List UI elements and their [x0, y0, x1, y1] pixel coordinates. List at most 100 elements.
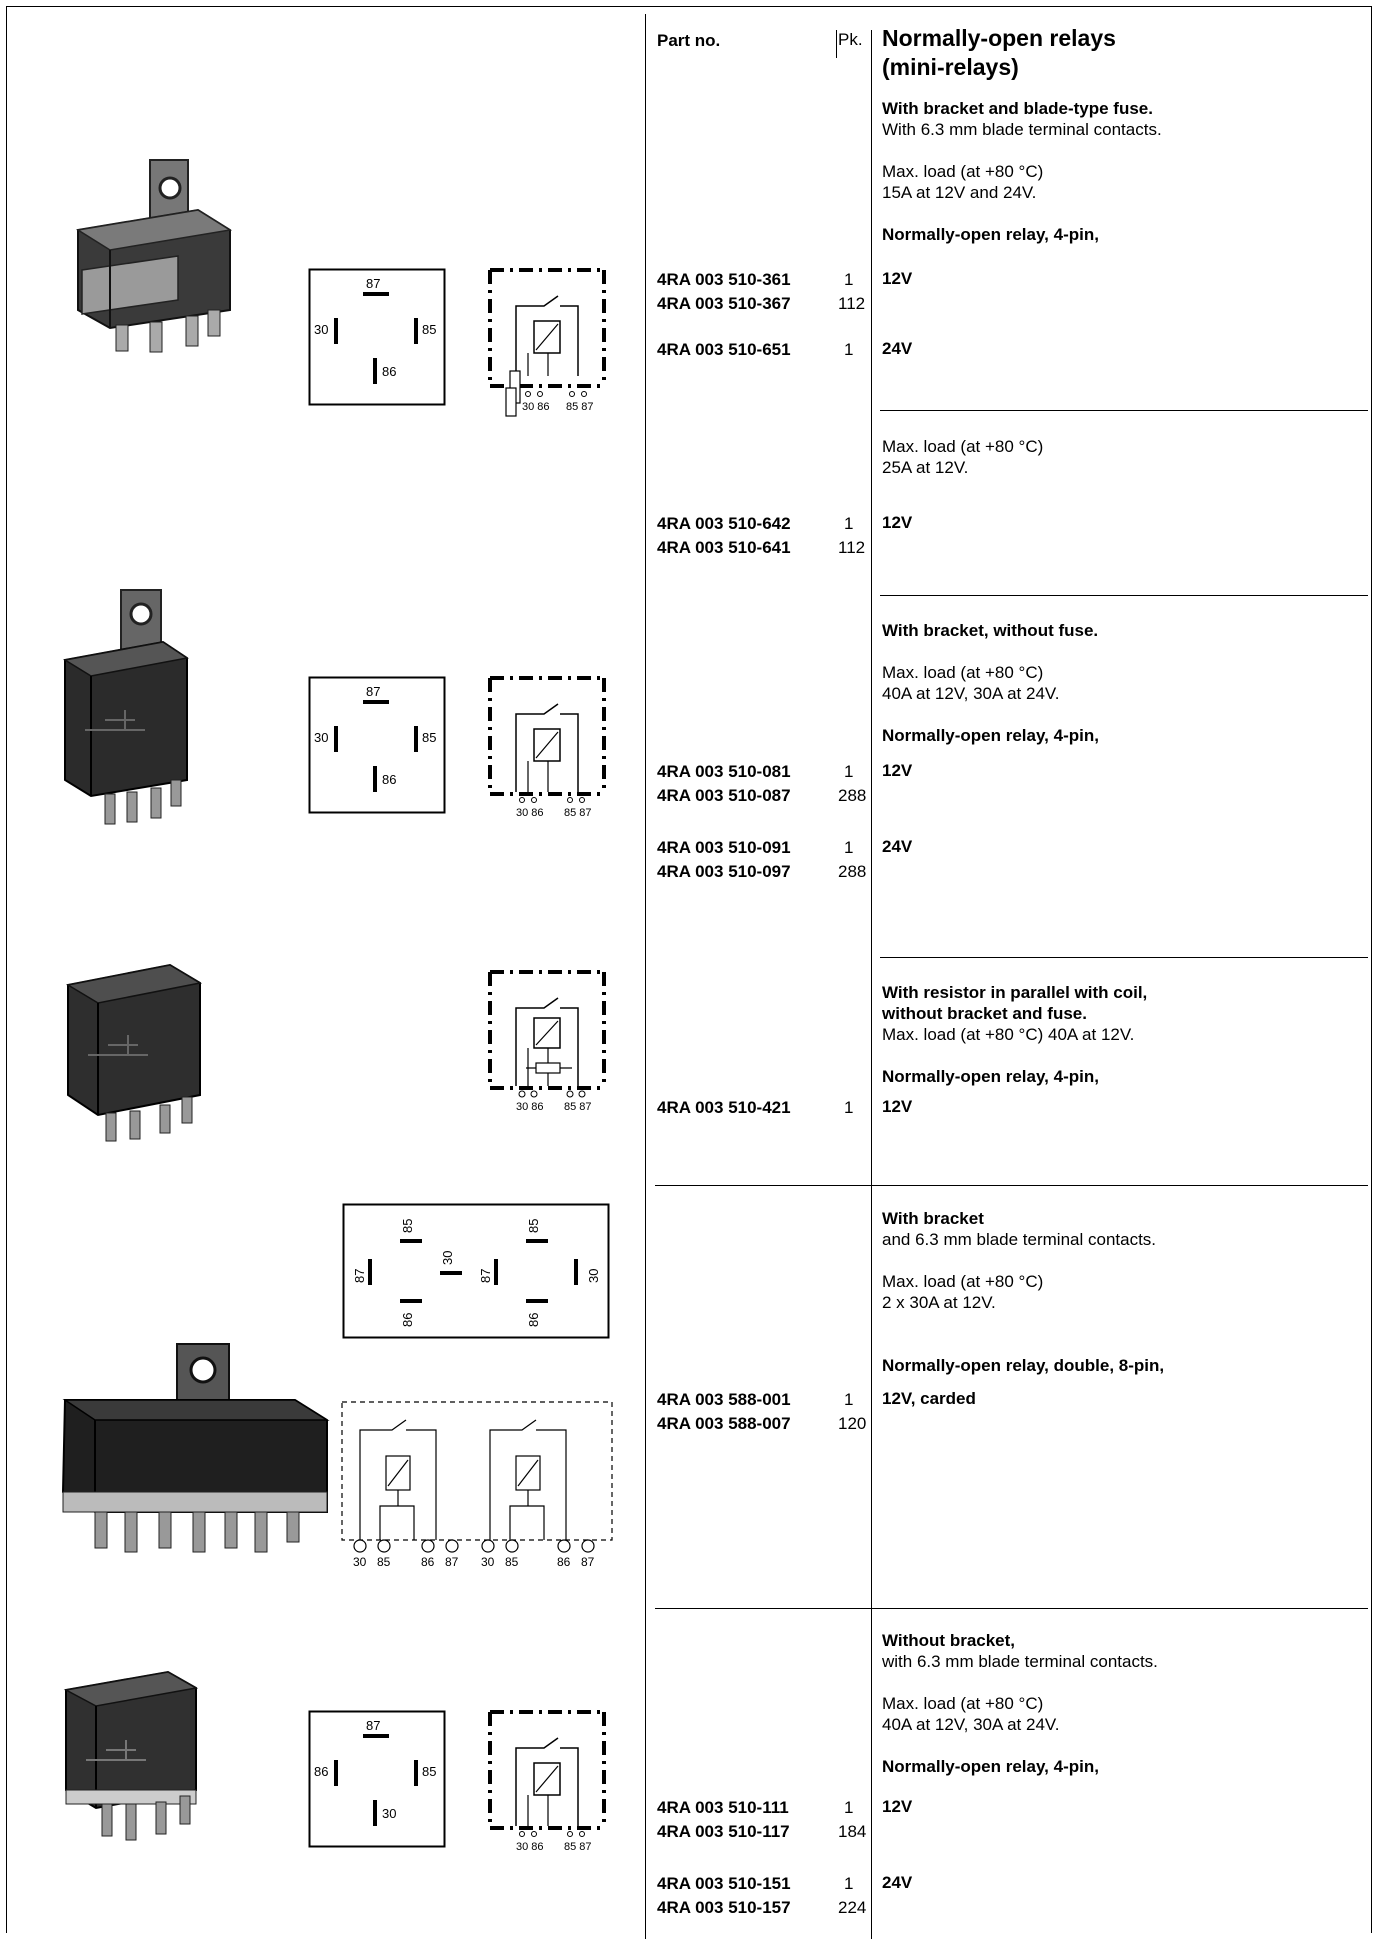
section-1-parts-b: 4RA 003 510-651: [657, 338, 791, 362]
pin-87-label: 87: [478, 1269, 493, 1283]
section-5-subtitle: With bracket: [882, 1209, 984, 1228]
section-6-parts-b: 4RA 003 510-151 4RA 003 510-157: [657, 1872, 791, 1920]
section-4-type: Normally-open relay, 4-pin,: [882, 1067, 1099, 1086]
pin-30-label: 30: [314, 730, 328, 745]
pack-qty: 1: [844, 1390, 854, 1409]
section-6-desc: with 6.3 mm blade terminal contacts.: [882, 1652, 1158, 1671]
section-6-voltage-a: 12V: [882, 1797, 913, 1816]
part-number: 4RA 003 588-001: [657, 1390, 791, 1409]
pack-qty: 1: [844, 838, 854, 857]
pin-87-label: 87: [581, 1555, 595, 1569]
pin-85-label: 85: [422, 322, 436, 337]
pin-87-label: 87: [366, 684, 380, 699]
part-number: 4RA 003 510-361: [657, 270, 791, 289]
section-4-subtitle2: without bracket and fuse.: [882, 1004, 1087, 1023]
circuit-pins-85-87: 85 87: [564, 1101, 592, 1113]
section-2-load2: 25A at 12V.: [882, 458, 969, 477]
section-1-subtitle: With bracket and blade-type fuse.: [882, 99, 1153, 118]
part-number: 4RA 003 510-151: [657, 1874, 791, 1893]
page-title-line2: (mini-relays): [882, 54, 1019, 80]
section-6-subtitle: Without bracket,: [882, 1631, 1016, 1650]
section-5-desc: and 6.3 mm blade terminal contacts.: [882, 1230, 1157, 1249]
section-5-load2: 2 x 30A at 12V.: [882, 1293, 996, 1312]
part-number: 4RA 003 510-091: [657, 838, 791, 857]
pin-86-label: 86: [314, 1764, 328, 1779]
pin-86-label: 86: [382, 772, 396, 787]
section-5-parts: 4RA 003 588-001 4RA 003 588-007: [657, 1388, 791, 1436]
part-number: 4RA 003 510-642: [657, 514, 791, 533]
pin-30-label: 30: [314, 322, 328, 337]
section-2-load1: Max. load (at +80 °C): [882, 437, 1044, 456]
circuit-pins-30-86: 30 86: [516, 1101, 544, 1113]
section-3-info: With bracket, without fuse. Max. load (a…: [882, 620, 1099, 746]
section-2-parts: 4RA 003 510-642 4RA 003 510-641: [657, 512, 791, 560]
section-4-parts: 4RA 003 510-421: [657, 1096, 791, 1120]
section-3-load1: Max. load (at +80 °C): [882, 663, 1044, 682]
section-6-voltage-b: 24V: [882, 1873, 913, 1892]
section-6-info: Without bracket, with 6.3 mm blade termi…: [882, 1630, 1158, 1777]
section-4-load1: Max. load (at +80 °C) 40A at 12V.: [882, 1025, 1135, 1044]
section-5-info: With bracket and 6.3 mm blade terminal c…: [882, 1208, 1164, 1376]
pack-qty: 288: [838, 786, 867, 805]
part-number: 4RA 003 510-097: [657, 862, 791, 881]
double-circuit-diagram: 30 85 86 87 30 85 86 87: [341, 1401, 613, 1569]
relay-bracket-photo: [62, 589, 189, 825]
section-1-voltage-a: 12V: [882, 269, 913, 288]
section-2-pks: 1 112: [838, 512, 865, 560]
pin-86-label: 86: [421, 1555, 435, 1569]
section-divider-1: [880, 410, 1368, 411]
pin-85-label: 85: [505, 1555, 519, 1569]
circuit-pins-30-86: 30 86: [522, 401, 550, 413]
section-2-voltage: 12V: [882, 513, 913, 532]
section-3-pks-b: 1 288: [838, 836, 866, 884]
circuit-diagram-4: 30 86 85 87: [488, 1710, 606, 1853]
section-1-load1: Max. load (at +80 °C): [882, 162, 1044, 181]
double-pin-layout-diagram: 85 87 30 86 85 87 30 86: [342, 1203, 610, 1339]
section-divider-3: [880, 957, 1368, 958]
pin-87-label: 87: [366, 276, 380, 291]
pin-85-label: 85: [422, 730, 436, 745]
pack-qty: 288: [838, 862, 867, 881]
pack-qty: 1: [844, 514, 854, 533]
section-6-parts-a: 4RA 003 510-111 4RA 003 510-117: [657, 1796, 790, 1844]
pin-layout-diagram-2: 87 30 85 86: [308, 676, 446, 814]
page-title-line1: Normally-open relays: [882, 25, 1116, 51]
pack-qty: 1: [844, 762, 854, 781]
pin-85-label: 85: [400, 1219, 415, 1233]
relay-no-bracket-photo: [63, 1670, 199, 1841]
section-divider-2: [880, 595, 1368, 596]
pin-86-label: 86: [526, 1313, 541, 1327]
section-3-parts-a: 4RA 003 510-081 4RA 003 510-087: [657, 760, 791, 808]
circuit-pins-85-87: 85 87: [564, 1841, 592, 1853]
info-column-divider: [871, 30, 872, 1939]
section-4-info: With resistor in parallel with coil, wit…: [882, 982, 1147, 1087]
section-5-pks: 1 120: [838, 1388, 866, 1436]
pin-86-label: 86: [382, 364, 396, 379]
section-1-desc: With 6.3 mm blade terminal contacts.: [882, 120, 1162, 139]
part-number: 4RA 003 510-367: [657, 294, 791, 313]
pin-30-label: 30: [353, 1555, 367, 1569]
pk-header: Pk.: [838, 30, 863, 49]
part-number: 4RA 003 510-157: [657, 1898, 791, 1917]
part-number: 4RA 003 510-087: [657, 786, 791, 805]
section-1-pks-b: 1: [844, 338, 853, 362]
pack-qty: 224: [838, 1898, 867, 1917]
section-2-info: Max. load (at +80 °C) 25A at 12V.: [882, 436, 1043, 478]
pack-qty: 120: [838, 1414, 867, 1433]
pack-qty: 184: [838, 1822, 867, 1841]
pin-layout-diagram-3: 87 86 85 30: [308, 1710, 446, 1848]
circuit-diagram-2: 30 86 85 87: [488, 676, 606, 819]
relay-fuse-photo: [75, 159, 233, 353]
pin-layout-diagram-1: 87 30 85 86: [308, 268, 446, 406]
section-5-type: Normally-open relay, double, 8-pin,: [882, 1356, 1165, 1375]
section-6-load1: Max. load (at +80 °C): [882, 1694, 1044, 1713]
section-divider-5: [655, 1608, 1368, 1609]
part-number: 4RA 003 510-421: [657, 1098, 791, 1117]
section-5-voltage: 12V, carded: [882, 1389, 976, 1408]
section-1-parts-a: 4RA 003 510-361 4RA 003 510-367: [657, 268, 791, 316]
section-6-load2: 40A at 12V, 30A at 24V.: [882, 1715, 1060, 1734]
part-number: 4RA 003 510-641: [657, 538, 791, 557]
section-4-pks: 1: [844, 1096, 853, 1120]
part-column-divider: [645, 14, 646, 1939]
pack-qty: 1: [844, 1798, 854, 1817]
